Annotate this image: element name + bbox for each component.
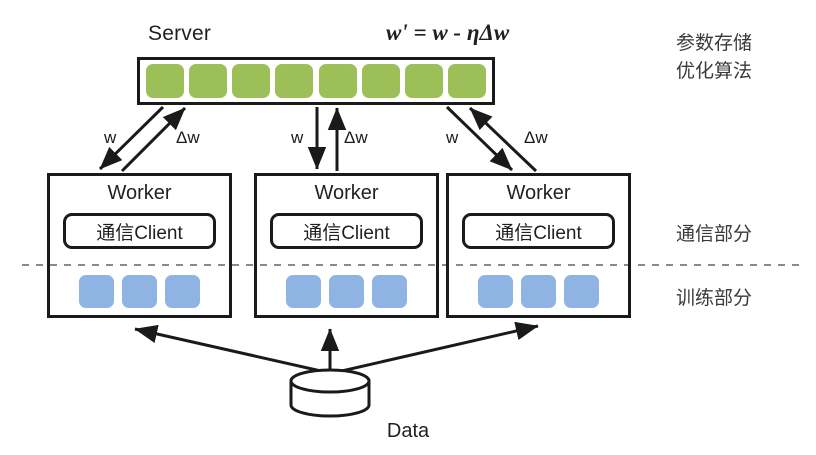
server-parameter-cell <box>189 64 228 98</box>
side-label-training: 训练部分 <box>676 288 753 309</box>
arrow-label-delta-w-worker-1: Δw <box>344 128 368 147</box>
worker-training-cells <box>449 275 628 308</box>
side-label-communication: 通信部分 <box>676 224 753 245</box>
side-label-optimization: 优化算法 <box>676 61 753 82</box>
training-cell <box>521 275 556 308</box>
worker-title: Worker <box>506 182 571 204</box>
server-parameter-cell <box>275 64 314 98</box>
training-cell <box>286 275 321 308</box>
server-parameter-cell <box>146 64 184 98</box>
training-cell <box>329 275 364 308</box>
worker-title: Worker <box>314 182 379 204</box>
worker-node[interactable]: Worker 通信Client <box>47 173 232 318</box>
worker-title: Worker <box>107 182 172 204</box>
server-parameter-cell <box>361 64 400 98</box>
data-arrow-to-worker-0 <box>134 324 353 380</box>
training-cell <box>165 275 200 308</box>
worker-training-cells <box>257 275 436 308</box>
data-cylinder-icon <box>289 368 371 418</box>
arrow-group-worker-1 <box>307 107 347 171</box>
communication-client-box[interactable]: 通信Client <box>462 213 615 249</box>
data-store-label: Data <box>386 420 430 442</box>
training-cell <box>564 275 599 308</box>
arrow-label-w-worker-2: w <box>446 128 459 147</box>
data-arrow-group <box>134 321 539 381</box>
worker-node[interactable]: Worker 通信Client <box>254 173 439 318</box>
training-cell <box>478 275 513 308</box>
worker-training-cells <box>50 275 229 308</box>
arrow-label-w-worker-1: w <box>291 128 304 147</box>
arrow-label-delta-w-worker-0: Δw <box>176 128 200 147</box>
training-cell <box>122 275 157 308</box>
server-parameter-cell <box>447 64 486 98</box>
side-label-param-storage: 参数存储 <box>676 33 753 54</box>
server-title: Server <box>148 22 212 45</box>
server-parameter-cell <box>404 64 443 98</box>
communication-client-box[interactable]: 通信Client <box>270 213 423 249</box>
communication-client-box[interactable]: 通信Client <box>63 213 216 249</box>
update-rule-formula: w' = w - ηΔw <box>386 20 510 45</box>
arrow-label-delta-w-worker-2: Δw <box>524 128 548 147</box>
server-box[interactable] <box>137 57 495 105</box>
server-parameter-cell <box>232 64 271 98</box>
arrow-label-w-worker-0: w <box>104 128 117 147</box>
arrow-group-worker-2 <box>445 105 538 173</box>
training-cell <box>372 275 407 308</box>
training-cell <box>79 275 114 308</box>
worker-node[interactable]: Worker 通信Client <box>446 173 631 318</box>
server-parameter-cell <box>318 64 357 98</box>
data-arrow-to-worker-2 <box>310 321 539 380</box>
